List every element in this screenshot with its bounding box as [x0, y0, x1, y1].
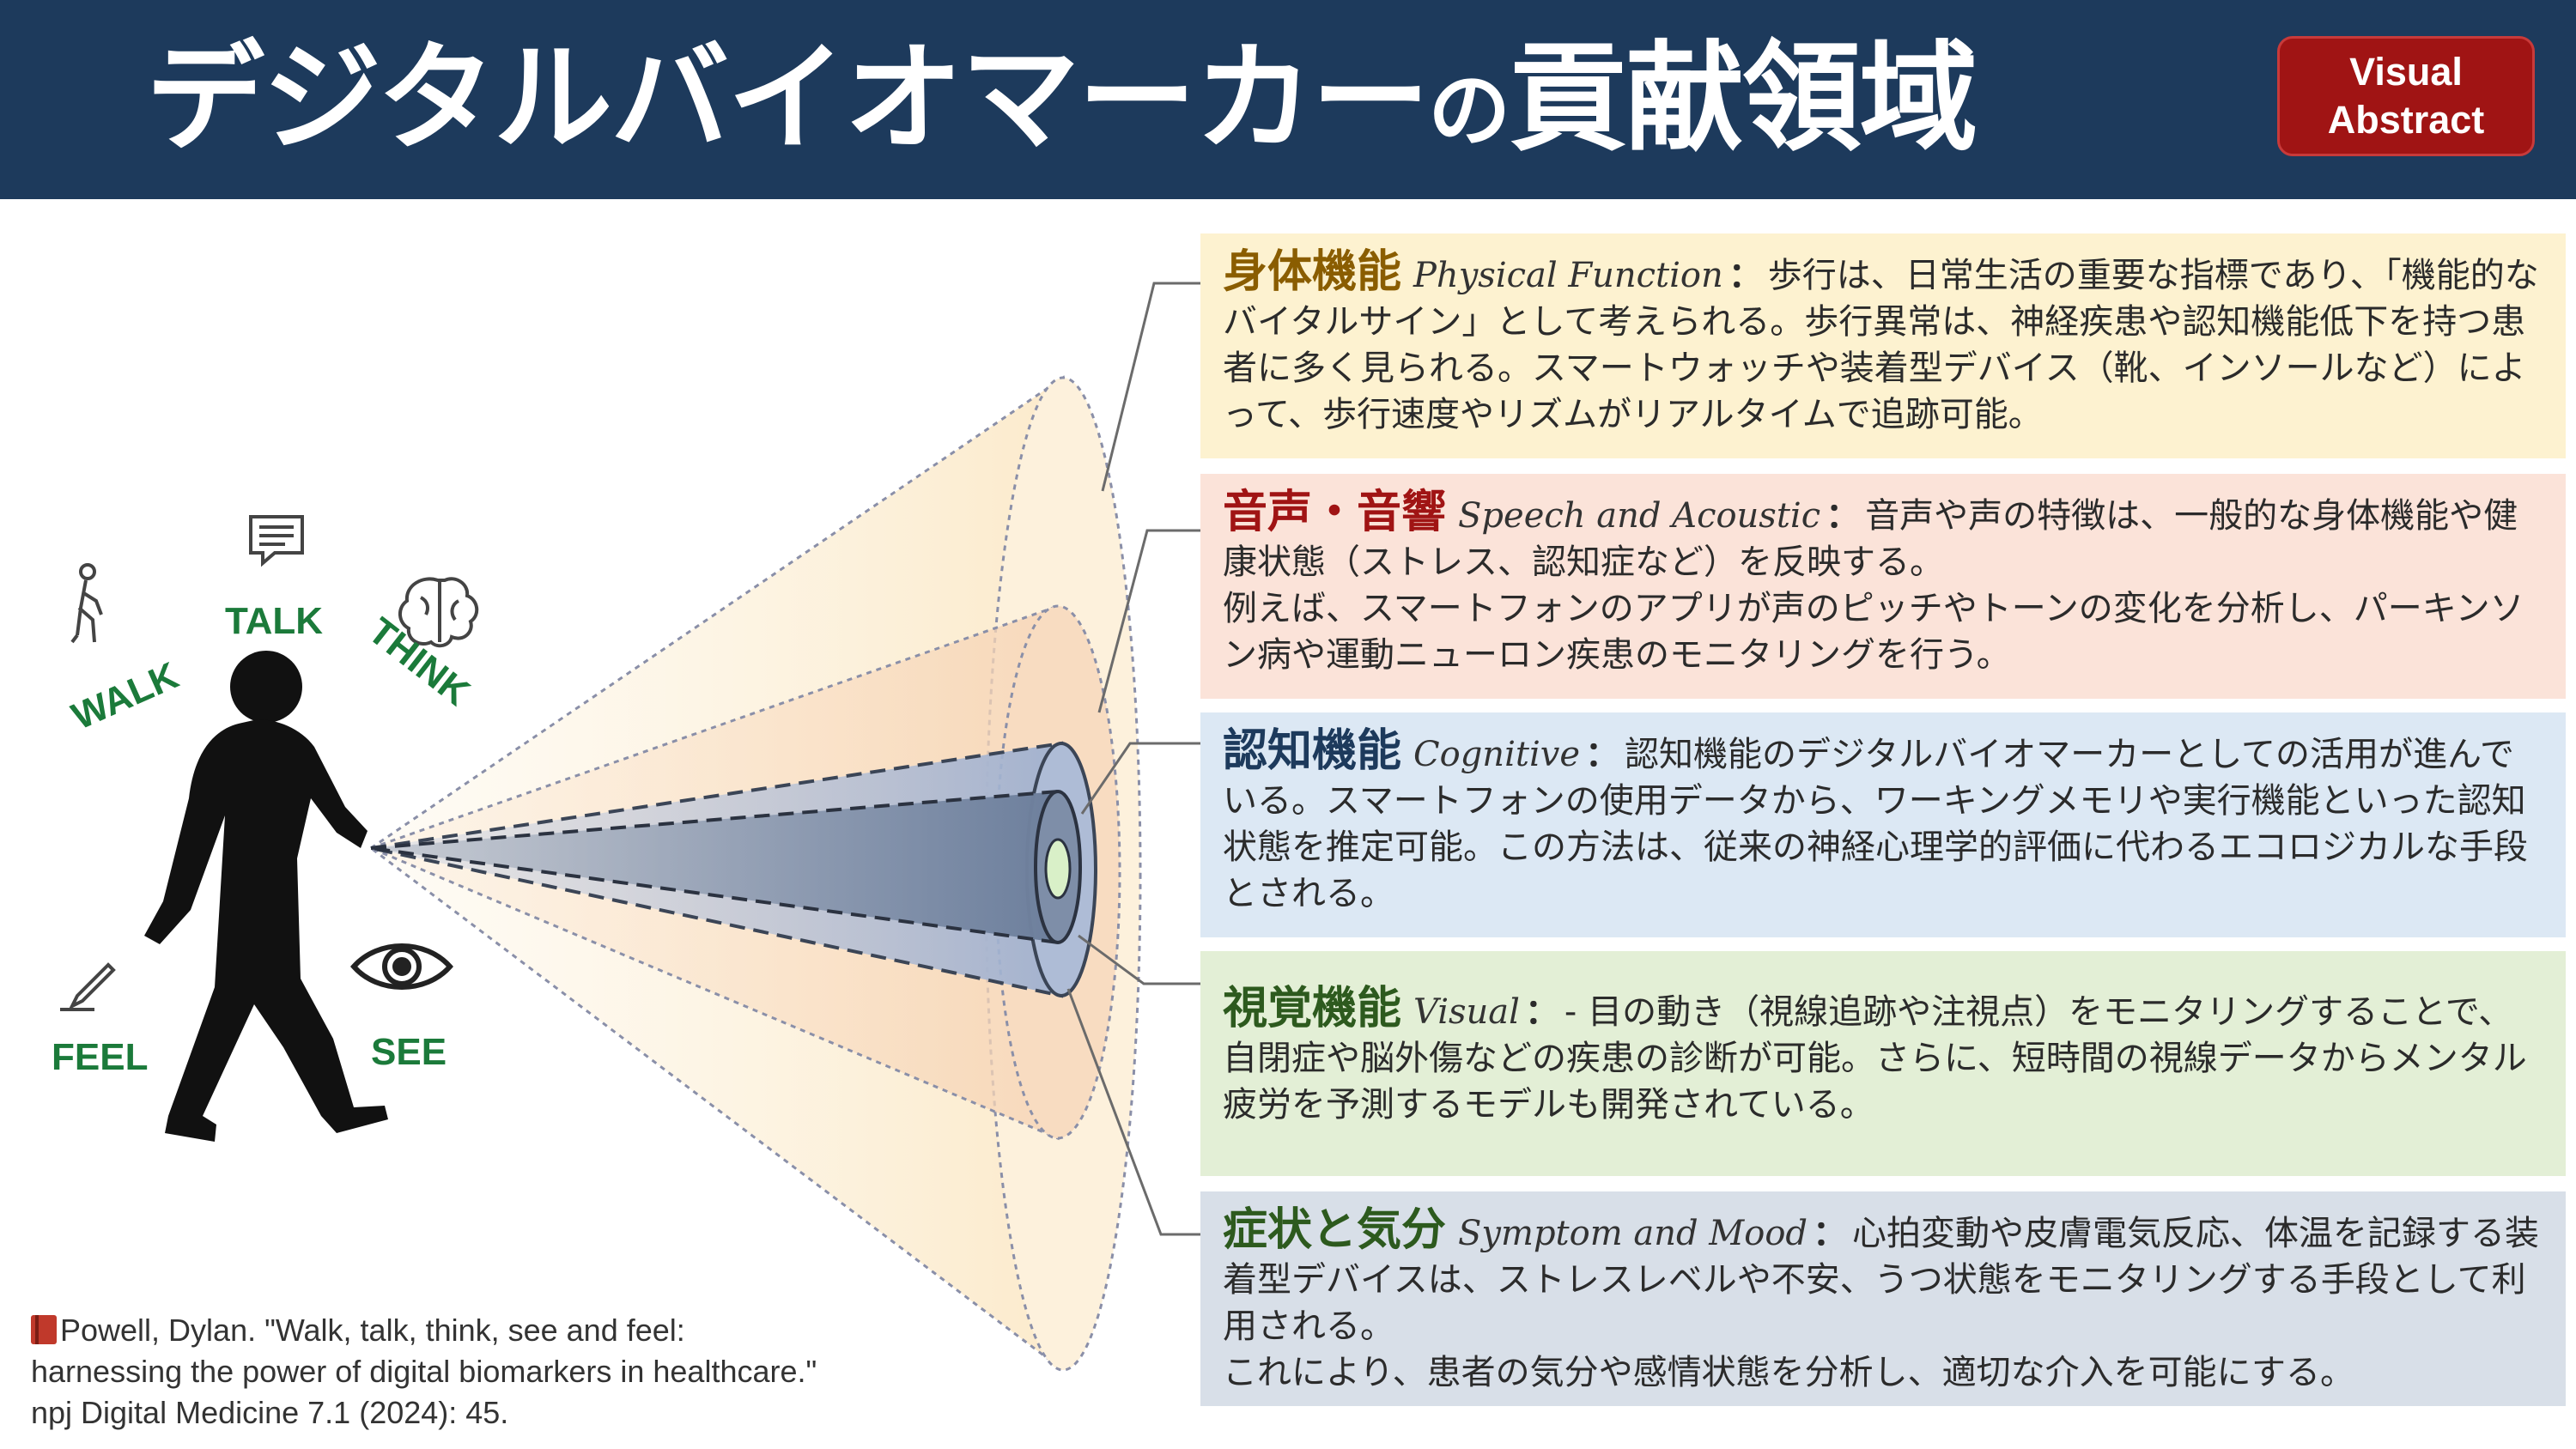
- page-title: デジタルバイオマーカーの貢献領域: [146, 17, 1978, 180]
- domain-body2-speech: 例えば、スマートフォンのアプリが声のピッチやトーンの変化を分析し、パーキンソン病…: [1223, 589, 2524, 675]
- domain-body-symptom: 心拍変動や皮膚電気反応、体温を記録する装着型デバイスは、ストレスレベルや不安、う…: [1223, 1214, 2540, 1346]
- domain-en-visual: Visual: [1413, 992, 1520, 1032]
- domain-title-speech: 音声・音響: [1223, 487, 1447, 538]
- domain-title-physical: 身体機能: [1223, 246, 1402, 298]
- visual-abstract-badge: Visual Abstract: [2277, 36, 2535, 156]
- title-particle: の: [1428, 63, 1510, 159]
- speech-bubble-icon: [249, 515, 304, 567]
- label-see: SEE: [371, 1031, 447, 1073]
- domain-body-physical: 歩行は、日常生活の重要な指標であり、「機能的なバイタルサイン」として考えられる。…: [1223, 256, 2539, 434]
- domain-body2-symptom: これにより、患者の気分や感情状態を分析し、適切な介入を可能にする。: [1223, 1353, 2354, 1392]
- domain-body-speech: 音声や声の特徴は、一般的な身体機能や健康状態（ストレス、認知症など）を反映する。: [1223, 496, 2518, 582]
- domain-en-symptom: Symptom and Mood: [1458, 1214, 1808, 1253]
- label-talk: TALK: [225, 600, 323, 642]
- cone-core-layer: [370, 789, 1082, 945]
- citation-line-3: npj Digital Medicine 7.1 (2024): 45.: [31, 1395, 509, 1430]
- label-feel: FEEL: [52, 1036, 148, 1078]
- walking-figure-icon: [70, 563, 103, 644]
- connector-lines: [1066, 282, 1200, 1236]
- domain-en-speech: Speech and Acoustic: [1458, 496, 1821, 536]
- badge-line-1: Visual: [2349, 50, 2463, 94]
- title-end: 貢献領域: [1509, 29, 1978, 167]
- domain-en-cognitive: Cognitive: [1413, 735, 1580, 774]
- walking-person-silhouette: [144, 651, 388, 1142]
- domain-en-physical: Physical Function: [1413, 256, 1723, 295]
- citation-line-2: harnessing the power of digital biomarke…: [31, 1354, 817, 1389]
- domain-title-cognitive: 認知機能: [1223, 725, 1402, 777]
- badge-line-2: Abstract: [2327, 98, 2485, 142]
- domain-body-cognitive: 認知機能のデジタルバイオマーカーとしての活用が進んでいる。スマートフォンの使用デ…: [1223, 735, 2528, 913]
- eye-icon: [350, 943, 453, 990]
- book-icon: [31, 1315, 57, 1344]
- brain-icon: [398, 577, 479, 648]
- citation-text-1: Powell, Dylan. "Walk, talk, think, see a…: [60, 1313, 685, 1348]
- citation: Powell, Dylan. "Walk, talk, think, see a…: [31, 1310, 975, 1434]
- label-walk: WALK: [66, 654, 185, 738]
- pen-icon: [60, 962, 116, 1011]
- cone-diagram: WALK TALK THINK FEEL SEE: [52, 282, 1200, 1373]
- domain-title-visual: 視覚機能: [1223, 983, 1402, 1034]
- title-main: デジタルバイオマーカー: [146, 29, 1430, 167]
- domain-title-symptom: 症状と気分: [1223, 1204, 1447, 1256]
- domain-body-visual: - 目の動き（視線追跡や注視点）をモニタリングすることで、自閉症や脳外傷などの疾…: [1223, 992, 2527, 1125]
- header-bar: デジタルバイオマーカーの貢献領域 Visual Abstract: [0, 0, 2576, 199]
- label-think: THINK: [361, 609, 477, 714]
- citation-line-1: Powell, Dylan. "Walk, talk, think, see a…: [31, 1310, 975, 1351]
